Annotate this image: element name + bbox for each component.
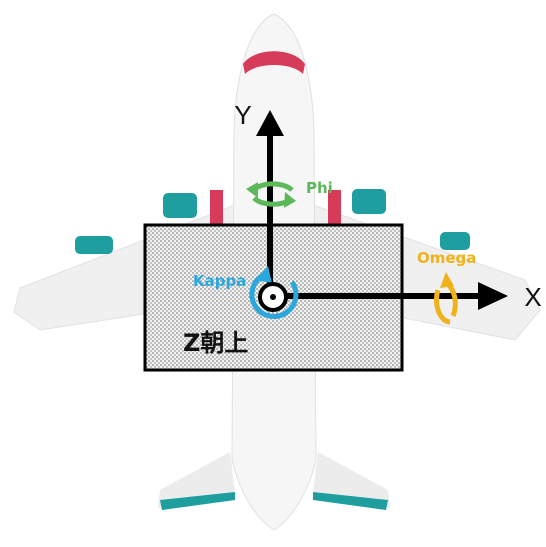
z-axis-up-icon: [258, 282, 288, 312]
z-axis-label: Z朝上: [183, 329, 248, 357]
x-axis-label: X: [524, 282, 541, 312]
kappa-rotation-icon: [249, 266, 299, 319]
phi-rotation-icon: [246, 181, 296, 208]
omega-label: Omega: [417, 249, 476, 267]
omega-rotation-icon: [433, 272, 458, 325]
kappa-label: Kappa: [193, 272, 246, 290]
y-axis-label: Y: [234, 100, 251, 130]
phi-label: Phi: [306, 179, 333, 197]
